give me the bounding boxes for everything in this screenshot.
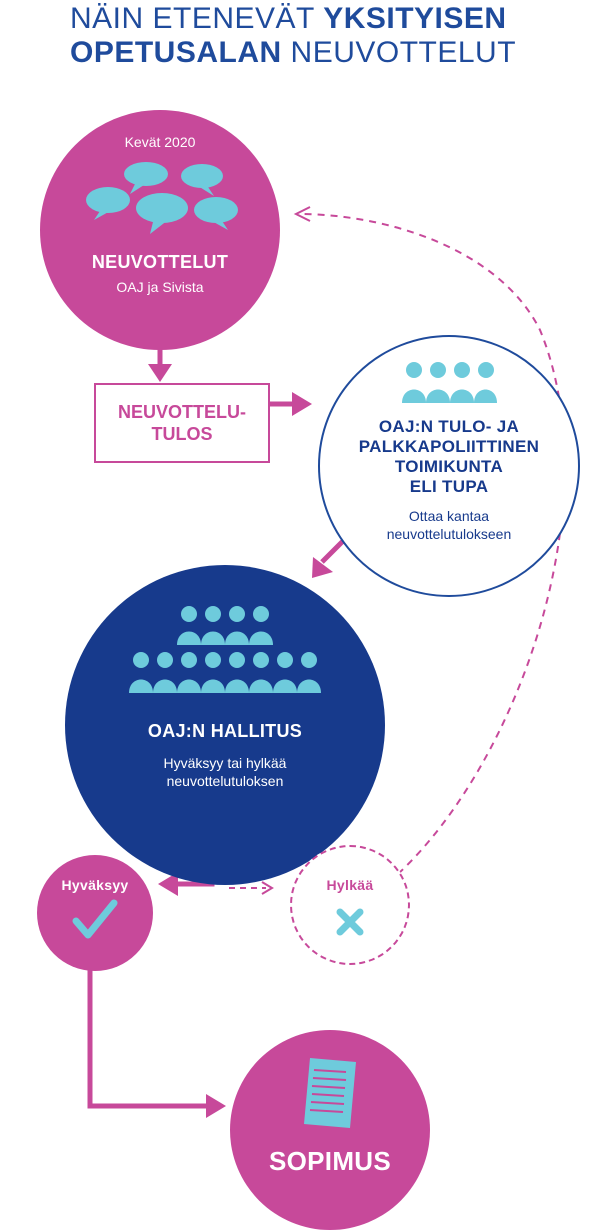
hallitus-description: Hyväksyy tai hylkää neuvottelutuloksen: [163, 755, 287, 789]
tupa-heading-line: PALKKAPOLIITTINEN: [358, 437, 540, 456]
sopimus-label: SOPIMUS: [268, 1146, 391, 1176]
arrowhead-right: [292, 392, 312, 416]
arrow-hyvaksyy-to-sopimus: [87, 968, 208, 1109]
neuvottelut-date: Kevät 2020: [124, 134, 196, 150]
title-regular-2: neuvottelut: [290, 36, 517, 69]
dashed-loop-hylkaa-to-neuvottelut: [301, 213, 566, 875]
title-bold-1: yksityisen: [323, 2, 507, 35]
tupa-heading: OAJ:N TULO- JA PALKKAPOLIITTINEN TOIMIKU…: [359, 417, 539, 497]
arrowhead-down: [148, 364, 172, 382]
hylkaa-circle: Hylkää: [290, 845, 410, 965]
hallitus-circle: OAJ:N HALLITUS Hyväksyy tai hylkää neuvo…: [65, 565, 385, 885]
title-bold-2: opetusalan: [70, 36, 282, 69]
hylkaa-label: Hylkää: [326, 877, 374, 893]
hyvaksyy-circle: Hyväksyy: [37, 855, 153, 971]
flow-connectors: [87, 206, 566, 1118]
neuvottelutulos-label: NEUVOTTELU- TULOS: [118, 402, 246, 444]
tupa-heading-line: ELI TUPA: [409, 477, 489, 496]
page-title: Näin etenevät yksityisen opetusalan neuv…: [70, 2, 570, 70]
neuvottelut-heading: NEUVOTTELUT: [91, 252, 229, 272]
tupa-description: Ottaa kantaa neuvottelutulokseen: [386, 508, 512, 542]
neuvottelut-circle: Kevät 2020 NEUVOTTELUT OAJ ja Sivista: [40, 110, 280, 350]
people-group-icon: [129, 606, 321, 693]
tupa-circle: OAJ:N TULO- JA PALKKAPOLIITTINEN TOIMIKU…: [318, 335, 580, 597]
dashed-arrowhead-right: [261, 881, 274, 895]
neuvottelutulos-box: NEUVOTTELU- TULOS: [94, 383, 270, 463]
title-regular-1: Näin etenevät: [70, 2, 315, 35]
sopimus-circle: SOPIMUS: [230, 1030, 430, 1230]
dashed-arrow-hallitus-to-hylkaa: [227, 856, 266, 889]
dashed-arrowhead-left: [293, 206, 311, 222]
arrowhead-right-2: [206, 1094, 226, 1118]
tupa-heading-line: TOIMIKUNTA: [394, 457, 504, 476]
speech-bubbles-icon: [86, 162, 238, 234]
arrowhead-left: [158, 872, 178, 896]
checkmark-icon: [72, 899, 118, 939]
arrowhead-diag: [312, 557, 333, 578]
neuvottelut-parties: OAJ ja Sivista: [116, 279, 204, 295]
hyvaksyy-label: Hyväksyy: [61, 877, 129, 893]
document-icon: [304, 1058, 356, 1128]
tupa-heading-line: OAJ:N TULO- JA: [378, 417, 520, 436]
hallitus-heading: OAJ:N HALLITUS: [147, 721, 303, 741]
people-group-icon: [402, 362, 497, 403]
cross-icon: [336, 908, 364, 936]
